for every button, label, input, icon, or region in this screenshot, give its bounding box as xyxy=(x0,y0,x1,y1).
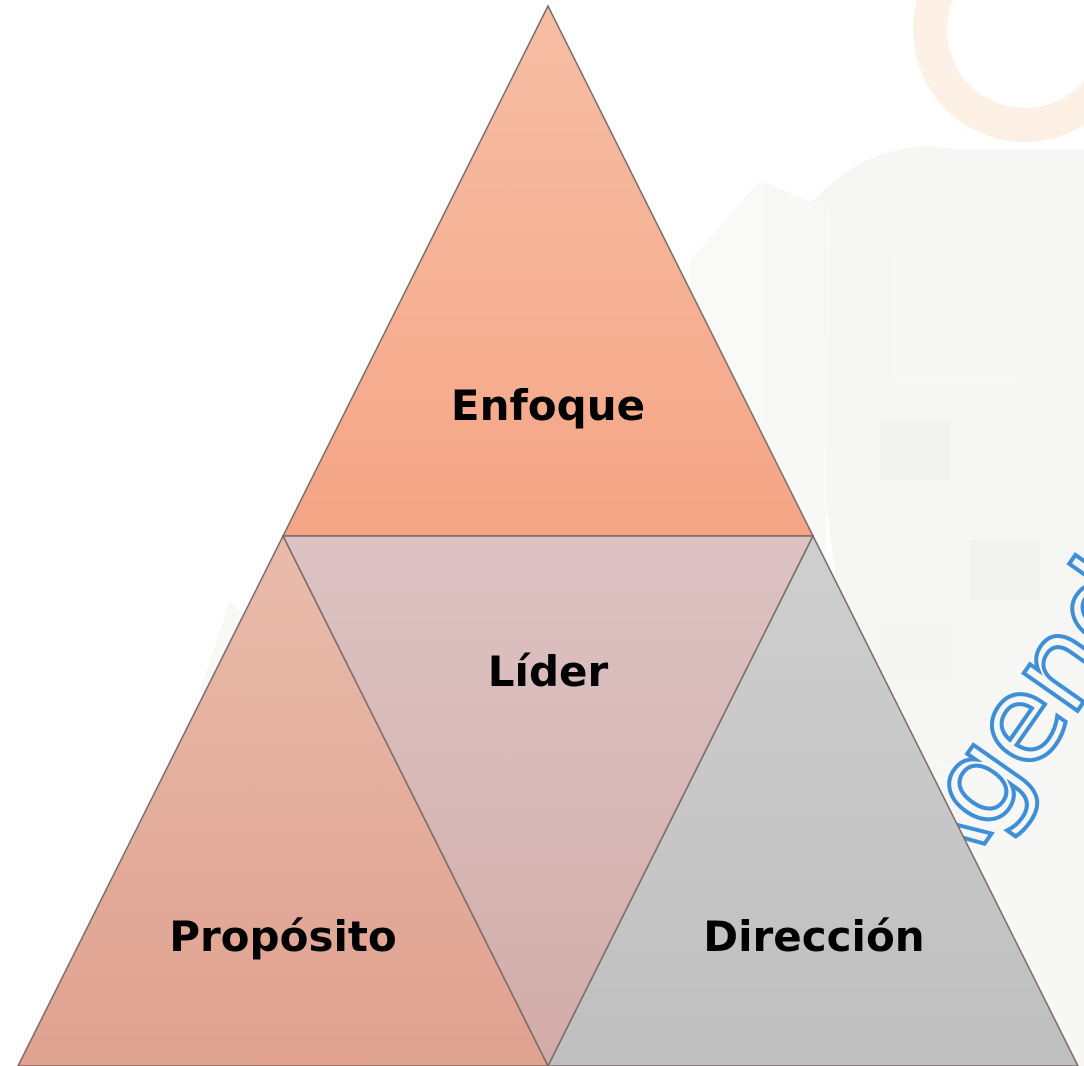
label-lider: Líder xyxy=(488,647,609,696)
segment-bottom-right xyxy=(547,534,1079,1066)
label-proposito: Propósito xyxy=(169,912,397,961)
segment-bottom-left xyxy=(17,534,549,1066)
label-direccion: Dirección xyxy=(703,912,924,961)
label-enfoque: Enfoque xyxy=(451,381,645,430)
